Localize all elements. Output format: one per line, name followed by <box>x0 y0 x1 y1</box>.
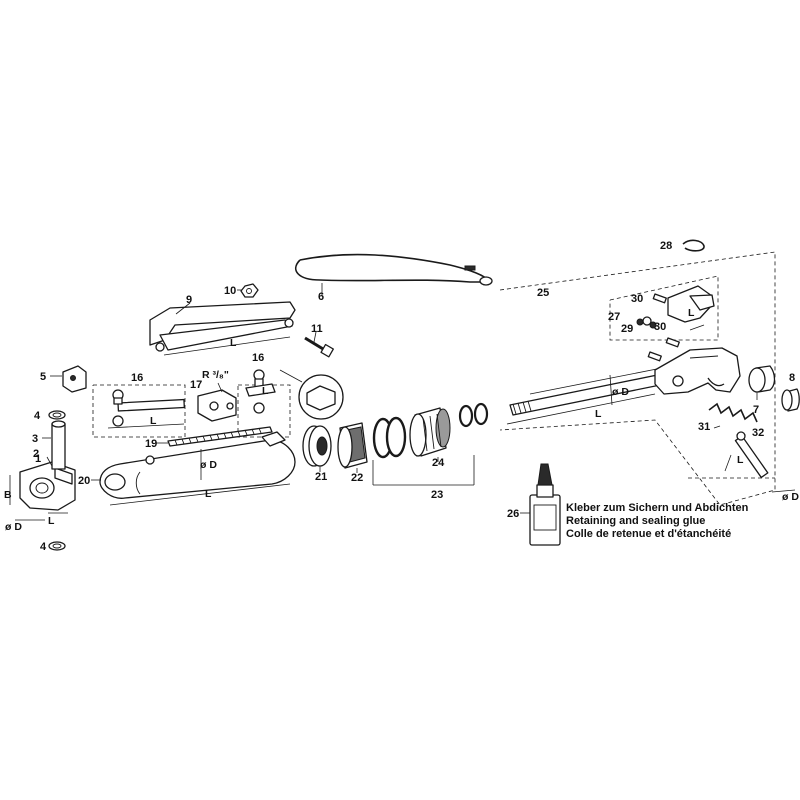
dim-label-L-7: L <box>737 454 744 466</box>
callout-p24: 24 <box>432 457 445 469</box>
part-32-pin <box>724 431 796 493</box>
dim-label-diameter_D-10: ø D <box>5 521 22 533</box>
callout-p6: 6 <box>318 291 324 303</box>
callout-p23: 23 <box>431 489 443 501</box>
part-26-glue-bottle <box>520 463 561 546</box>
callout-p32: 32 <box>752 427 764 439</box>
callout-p25: 25 <box>537 287 549 299</box>
detail-inset-circle <box>279 369 344 420</box>
glue-note: Kleber zum Sichern und AbdichtenRetainin… <box>566 502 749 540</box>
callout-p7: 7 <box>753 404 759 416</box>
part-17-valve-block <box>197 382 237 422</box>
dim-label-diameter_D-9: ø D <box>612 386 629 398</box>
glue-note-line-2: Colle de retenue et d'étanchéité <box>566 528 731 540</box>
part-6-cable <box>295 253 493 295</box>
dim-label-L-3: L <box>48 515 55 527</box>
part-30-pin-top <box>652 293 667 304</box>
part-5-clip <box>50 365 87 393</box>
callout-p29: 29 <box>621 323 633 335</box>
dim-label-L-6: L <box>595 408 602 420</box>
callout-p8: 8 <box>789 372 795 384</box>
callout-p3: 3 <box>32 433 38 445</box>
callout-p30a: 30 <box>631 293 643 305</box>
callout-p30b: 30 <box>654 321 666 333</box>
part-4-ring-bottom <box>48 541 66 551</box>
part-23-seal-rings <box>372 416 475 486</box>
part-25-hook-end <box>654 347 741 395</box>
callout-p16a: 16 <box>131 372 143 384</box>
part-8-bush <box>781 388 800 412</box>
dim-label-diameter_D-11: ø D <box>782 491 799 503</box>
callout-p17: 17 <box>190 379 202 391</box>
part-3-sleeve <box>42 420 66 470</box>
callout-p10: 10 <box>224 285 236 297</box>
part-19-threaded-rod <box>156 426 273 447</box>
callout-p26: 26 <box>507 508 519 520</box>
callout-p5: 5 <box>40 371 46 383</box>
callout-p4b: 4 <box>40 541 47 553</box>
part-25-piston-rod <box>506 365 676 425</box>
dimension-labels: L L L L L L L Lø D ø D ø D ø D B R ³/₈" <box>4 307 799 533</box>
callout-p2: 2 <box>33 448 39 460</box>
part-21-guide-bush <box>302 425 332 472</box>
glue-note-line-0: Kleber zum Sichern und Abdichten <box>566 502 749 514</box>
part-20-cylinder-body <box>91 431 296 506</box>
callout-p27: 27 <box>608 311 620 323</box>
callout-p21: 21 <box>315 471 327 483</box>
part-16-pipe-left <box>107 389 185 429</box>
part-31-spring <box>708 402 758 429</box>
dim-label-L-2: L <box>262 385 269 397</box>
part-22-knurled-sleeve <box>337 422 368 473</box>
part-30-pin-middle <box>665 337 680 348</box>
callout-p11: 11 <box>311 323 323 335</box>
part-28-clip <box>682 239 705 252</box>
part-27-latch-hook <box>667 285 715 331</box>
part-29-screw <box>636 316 657 329</box>
dim-label-thread-13: R ³/₈" <box>202 369 229 381</box>
callout-p31: 31 <box>698 421 710 433</box>
part-11-bolt <box>304 331 334 358</box>
dim-label-L-1: L <box>150 415 157 427</box>
callout-p28: 28 <box>660 240 672 252</box>
callout-p9: 9 <box>186 294 192 306</box>
dim-label-diameter_D-8: ø D <box>200 459 217 471</box>
part-30-pin-bottom <box>647 351 662 362</box>
part-7-roller <box>748 365 776 400</box>
callout-p22: 22 <box>351 472 363 484</box>
part-24-piston <box>409 407 451 462</box>
callout-p4a: 4 <box>34 410 41 422</box>
glue-note-line-1: Retaining and sealing glue <box>566 515 705 527</box>
dim-label-L-0: L <box>230 337 237 349</box>
callout-p16b: 16 <box>252 352 264 364</box>
dim-label-B-12: B <box>4 489 12 501</box>
callout-p19: 19 <box>145 438 157 450</box>
part-10-nut <box>237 283 259 298</box>
dim-label-L-4: L <box>688 307 695 319</box>
part-16-fitting-right <box>245 369 276 414</box>
part-4-ring-top <box>48 410 66 420</box>
callout-p1: 1 <box>35 453 41 465</box>
part-24-seal-rings <box>458 402 489 428</box>
part-9-link-bracket <box>149 301 296 356</box>
part-2-clevis-yoke <box>9 456 76 521</box>
dim-label-L-5: L <box>205 488 212 500</box>
dashed-group-boxes <box>92 251 776 506</box>
callout-p20: 20 <box>78 475 90 487</box>
